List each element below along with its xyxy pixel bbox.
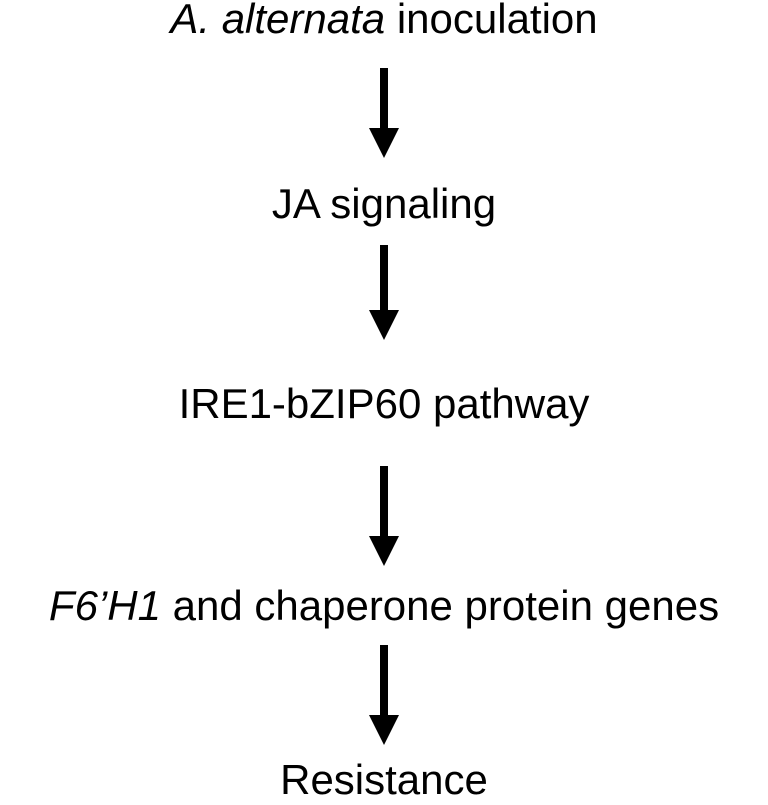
node-f6h1-chaperone: F6’H1 and chaperone protein genes (0, 583, 768, 629)
arrow-shaft (380, 466, 388, 538)
node-ire1-bzip60: IRE1-bZIP60 pathway (0, 381, 768, 427)
node-resistance-text: Resistance (280, 756, 488, 803)
arrow-head (369, 536, 399, 566)
node-ja-signaling: JA signaling (0, 181, 768, 227)
arrow-head (369, 715, 399, 745)
node-f6h1-chaperone-text: and chaperone protein genes (160, 582, 720, 629)
arrow-down-icon (369, 68, 399, 158)
arrow-head (369, 310, 399, 340)
arrow-head (369, 128, 399, 158)
node-f6h1-italic: F6’H1 (48, 582, 161, 629)
node-inoculation-italic: A. alternata (170, 0, 386, 42)
node-resistance: Resistance (0, 757, 768, 803)
node-inoculation: A. alternata inoculation (0, 0, 768, 42)
arrow-down-1 (368, 68, 400, 158)
arrow-down-4 (368, 645, 400, 745)
arrow-shaft (380, 245, 388, 312)
node-ja-signaling-text: JA signaling (271, 180, 497, 227)
node-inoculation-text: inoculation (385, 0, 598, 42)
arrow-down-2 (368, 245, 400, 340)
node-ire1-bzip60-text: IRE1-bZIP60 pathway (178, 380, 590, 427)
arrow-down-icon (369, 245, 399, 340)
arrow-shaft (380, 645, 388, 717)
arrow-down-icon (369, 645, 399, 745)
arrow-down-icon (369, 466, 399, 566)
arrow-down-3 (368, 466, 400, 566)
arrow-shaft (380, 68, 388, 130)
